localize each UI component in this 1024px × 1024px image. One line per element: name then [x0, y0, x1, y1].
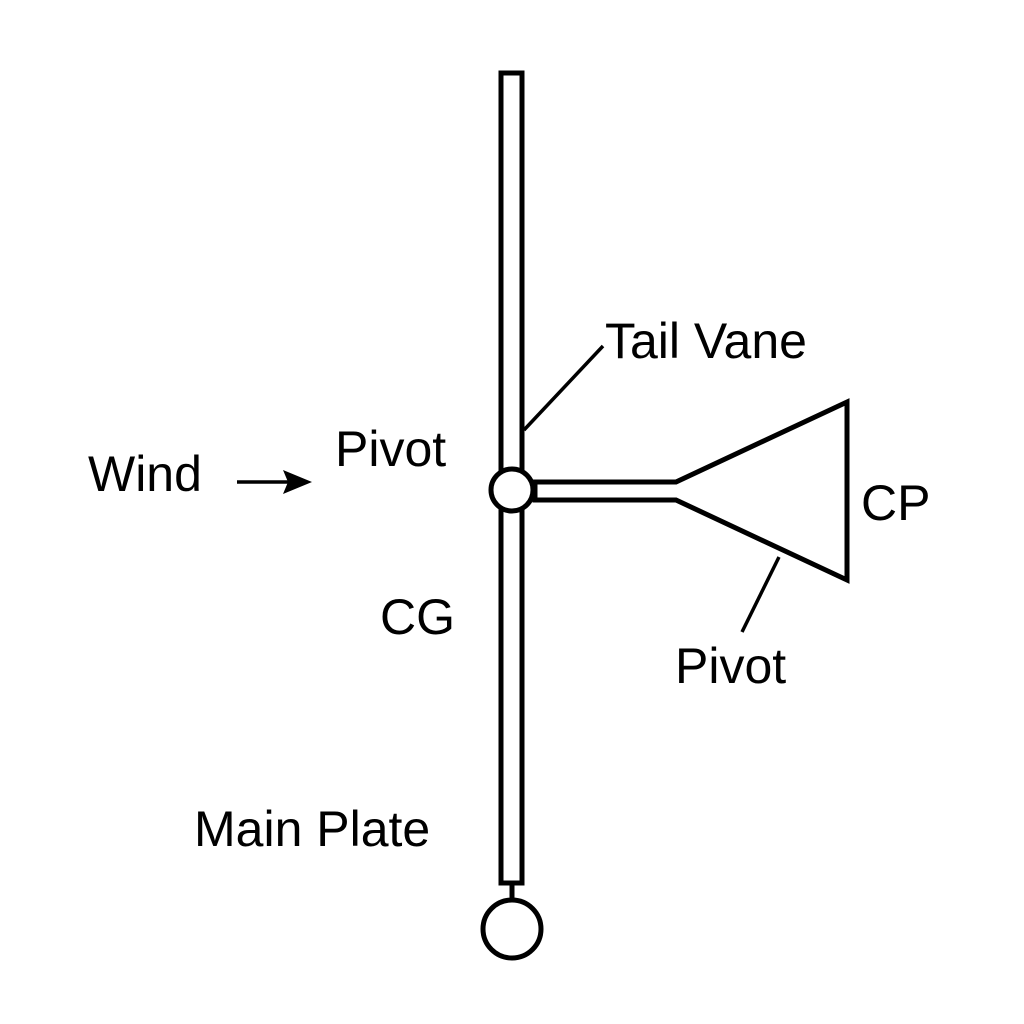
main-plate-label: Main Plate — [194, 801, 430, 857]
tail-vane-shape — [532, 398, 850, 584]
tail-vane-leader — [522, 344, 605, 432]
pivot-circle — [488, 466, 536, 514]
tail-vane-label: Tail Vane — [605, 313, 807, 369]
pivot-leader — [740, 556, 781, 633]
cp-label: CP — [861, 475, 930, 531]
pivot-top-label: Pivot — [335, 421, 446, 477]
wind-arrow-icon — [283, 470, 312, 494]
pivot-bottom-label: Pivot — [675, 638, 786, 694]
cg-label: CG — [380, 589, 455, 645]
wind-label: Wind — [88, 446, 202, 502]
base-circle — [480, 897, 544, 961]
